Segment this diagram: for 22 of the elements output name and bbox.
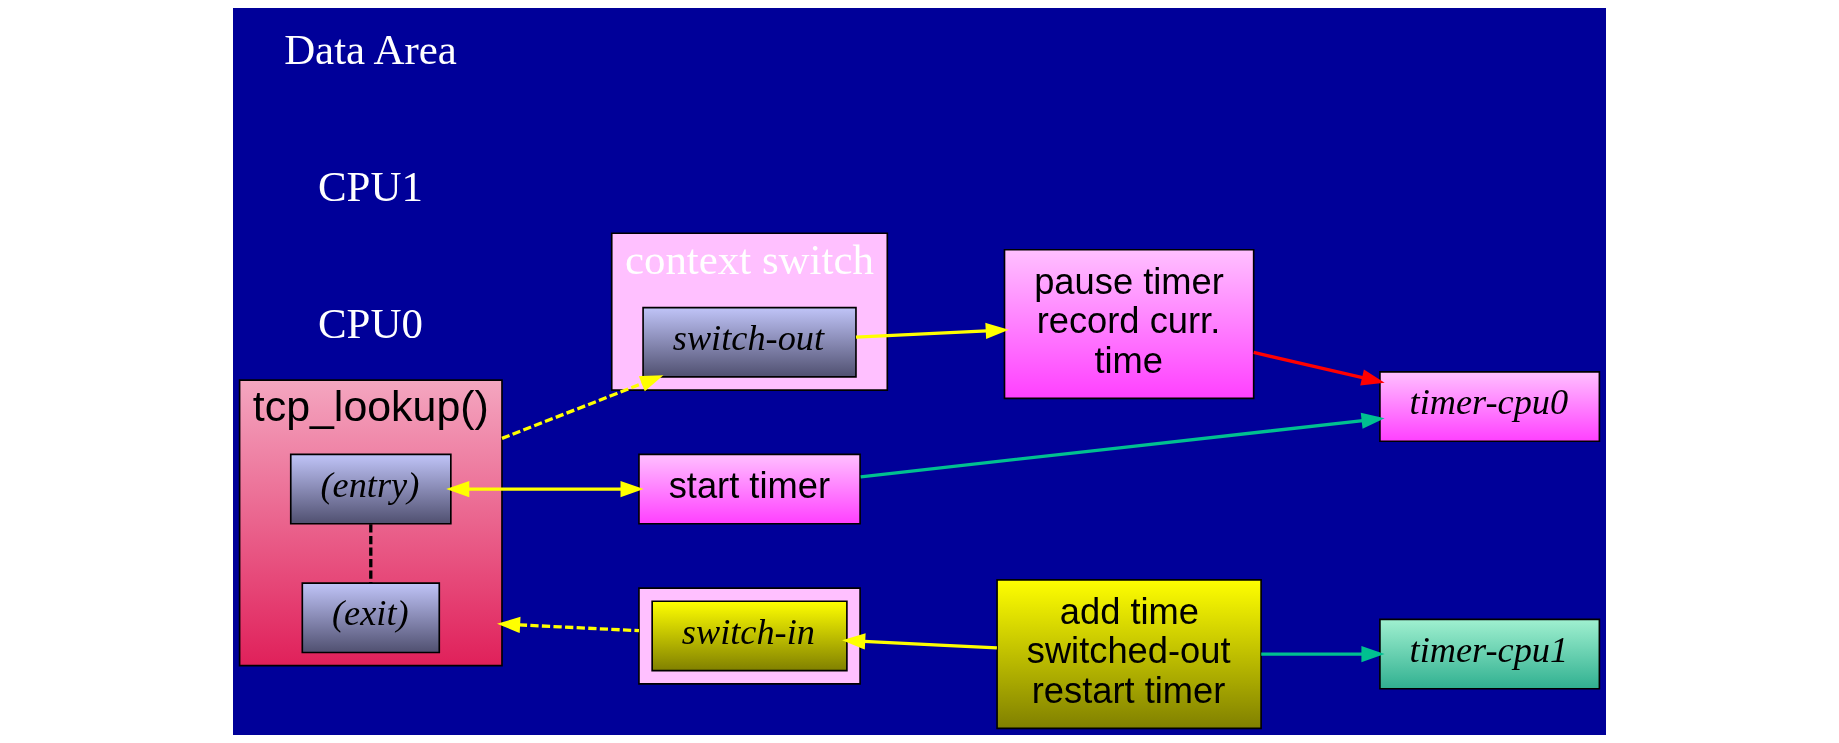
node-box: (entry) (289, 453, 452, 525)
cluster (638, 587, 861, 685)
node-box: switch-out (642, 306, 857, 378)
arrow (860, 412, 1385, 479)
node-box: pause timer record curr. time (1003, 248, 1255, 400)
node-box: start timer (638, 453, 861, 525)
node-box: (exit) (301, 582, 441, 654)
label: Data Area (284, 25, 457, 73)
arrow (497, 616, 640, 633)
arrow (446, 480, 644, 498)
connector (369, 524, 373, 584)
node-box: add time switched-out restart timer (996, 579, 1262, 730)
arrow (855, 322, 1009, 339)
node-box: switch-in (651, 600, 848, 672)
arrow (501, 375, 664, 440)
arrow (1253, 350, 1385, 386)
label: CPU0 (317, 299, 423, 347)
arrow (1261, 646, 1385, 663)
node-box: timer-cpu1 (1379, 618, 1601, 690)
node-box: timer-cpu0 (1379, 371, 1601, 443)
label: CPU1 (317, 162, 423, 210)
arrow (842, 633, 997, 650)
